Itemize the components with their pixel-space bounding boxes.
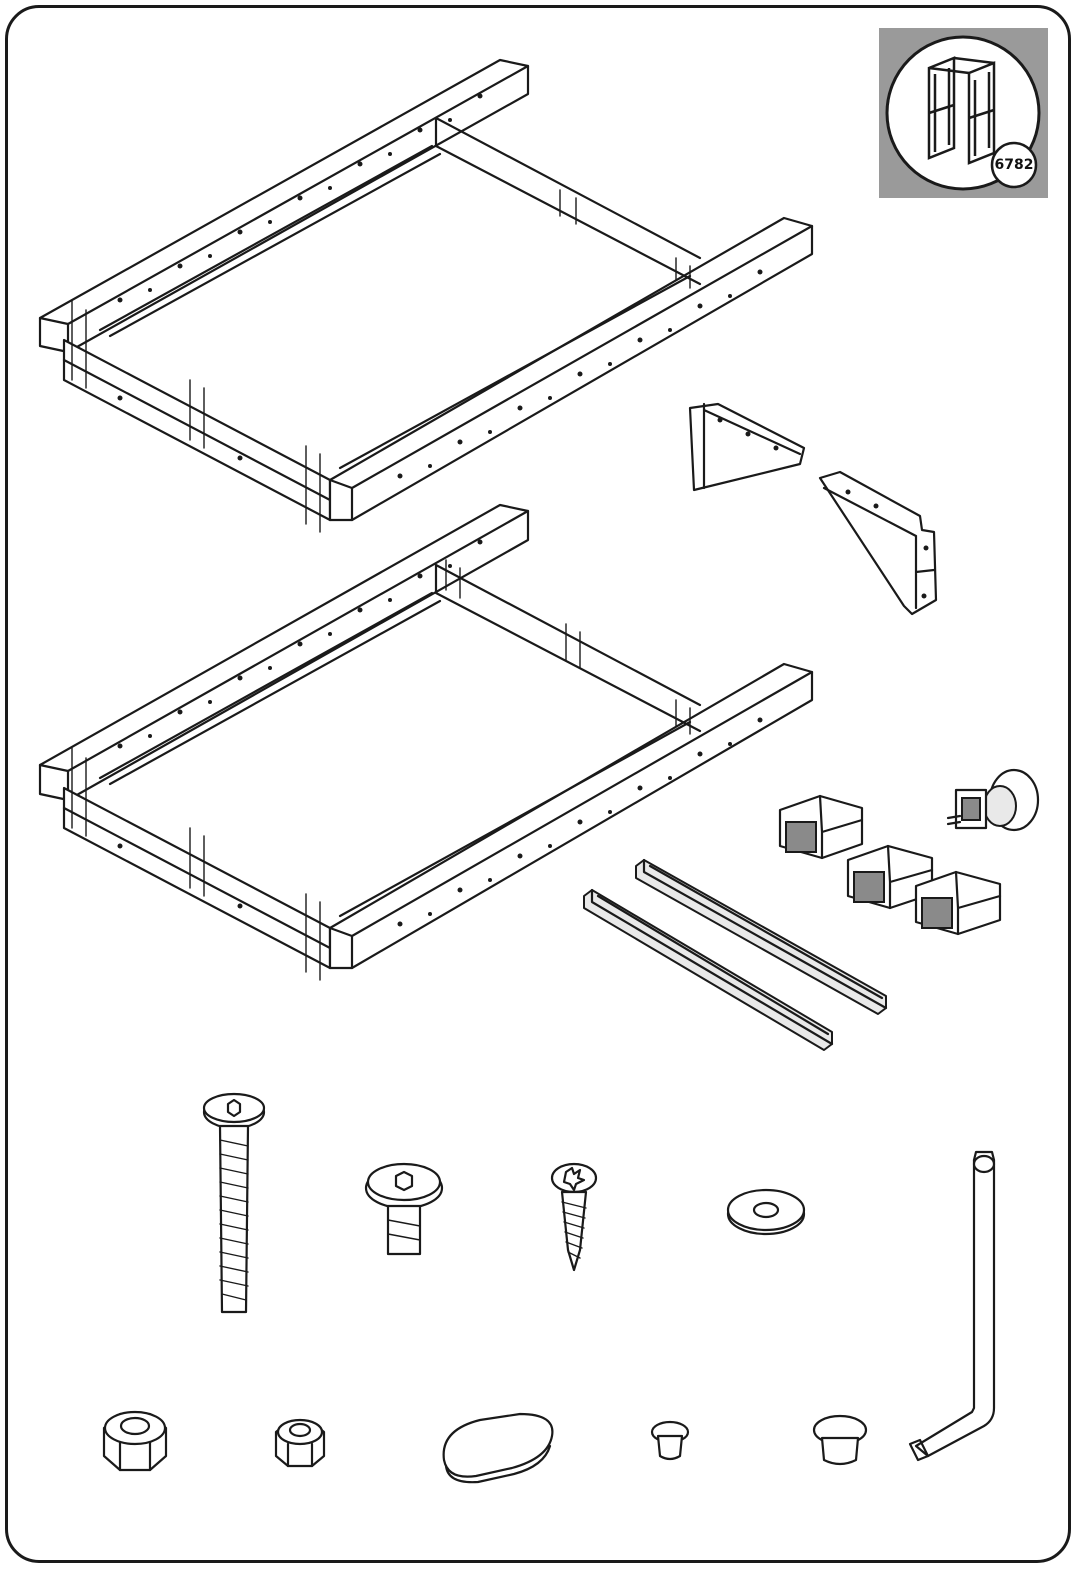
leveling-foot — [948, 770, 1038, 830]
washer — [728, 1190, 804, 1234]
short-bolt — [366, 1164, 442, 1254]
large-plug — [814, 1416, 866, 1464]
leg-cap-1 — [780, 796, 862, 858]
wood-screw — [552, 1164, 596, 1270]
oval-cover — [444, 1414, 553, 1482]
small-nut — [276, 1420, 324, 1466]
large-nut — [104, 1412, 166, 1470]
leg-cap-3 — [916, 872, 1000, 934]
bracket-left — [690, 404, 804, 490]
allen-key — [910, 1152, 994, 1460]
long-bolt — [204, 1094, 264, 1312]
bracket-right — [820, 472, 936, 614]
small-plug — [652, 1422, 688, 1459]
